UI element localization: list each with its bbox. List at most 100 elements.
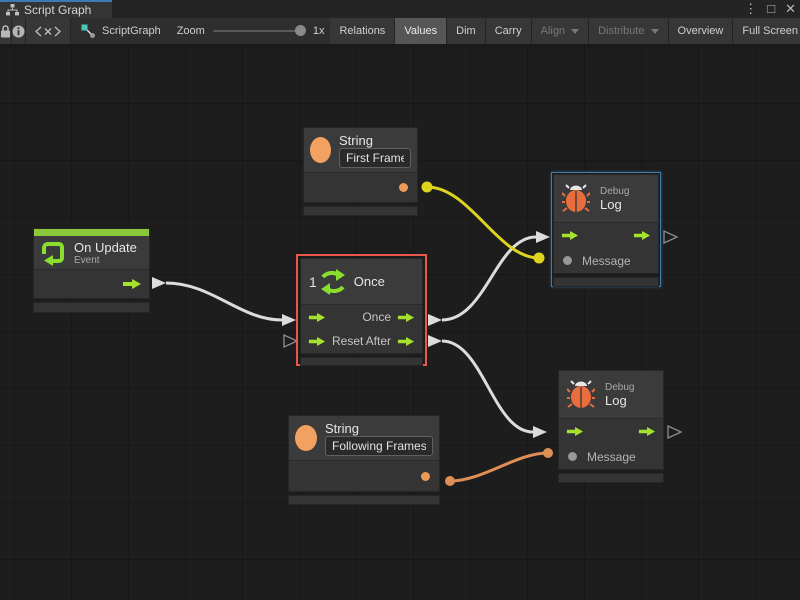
- zoom-label: Zoom: [176, 25, 205, 37]
- event-accent-bar: [34, 229, 149, 236]
- node-subtitle: Debug: [605, 381, 635, 393]
- title-bar: Script Graph ⋮ □ ✕: [0, 0, 800, 18]
- port-label-message: Message: [582, 253, 631, 268]
- bug-icon: [562, 183, 590, 212]
- node-string-first[interactable]: String: [303, 127, 418, 216]
- port-triangle-debugbottom-out[interactable]: [667, 424, 683, 440]
- align-button[interactable]: Align: [531, 18, 590, 44]
- distribute-button[interactable]: Distribute: [589, 18, 669, 44]
- node-once[interactable]: 1 Once Once: [300, 258, 423, 366]
- node-footer: [300, 357, 423, 366]
- wire-endpoint-dot: [543, 448, 553, 458]
- overview-button[interactable]: Overview: [668, 18, 734, 44]
- zoom-slider[interactable]: [212, 25, 306, 36]
- string-value-field[interactable]: [339, 147, 411, 168]
- node-subtitle: Debug: [600, 185, 630, 197]
- flow-input-port[interactable]: [561, 230, 579, 241]
- values-button[interactable]: Values: [395, 18, 448, 44]
- node-debug-log-top[interactable]: Debug Log Message: [553, 174, 659, 287]
- chevron-down-icon: [571, 28, 580, 34]
- chevron-down-icon: [650, 28, 659, 34]
- port-triangle-debugtop-out[interactable]: [663, 229, 679, 245]
- wire-end-arrowhead: [533, 426, 547, 438]
- wire-endpoint-dot: [533, 252, 545, 264]
- code-icon: [35, 25, 61, 37]
- script-graph-icon: [81, 24, 95, 38]
- port-label-after: After: [365, 334, 391, 348]
- fullscreen-button[interactable]: Full Screen: [733, 18, 800, 44]
- node-string-following[interactable]: String: [288, 415, 440, 505]
- relations-button[interactable]: Relations: [330, 18, 396, 44]
- zoom-value: 1x: [312, 25, 325, 37]
- wire-string-debugbottom[interactable]: [449, 451, 549, 483]
- wire-end-arrowhead: [536, 231, 550, 243]
- node-footer: [558, 473, 664, 483]
- dim-button[interactable]: Dim: [447, 18, 486, 44]
- wire-endpoint-dot: [421, 181, 433, 193]
- window-menu-icon[interactable]: ⋮: [744, 1, 758, 16]
- on-update-loop-icon: [42, 241, 64, 266]
- message-input-port[interactable]: [563, 256, 572, 265]
- node-footer: [553, 277, 659, 287]
- graph-canvas[interactable]: String On Update Event: [0, 45, 800, 600]
- string-value-field[interactable]: [325, 435, 433, 456]
- flow-output-port-after[interactable]: [397, 336, 415, 347]
- graph-name-label: ScriptGraph: [102, 25, 161, 37]
- wire-once-debugtop[interactable]: [441, 235, 537, 322]
- lock-button[interactable]: [0, 18, 12, 44]
- code-view-button[interactable]: [26, 18, 71, 44]
- zoom-slider-knob[interactable]: [294, 25, 306, 36]
- node-footer: [288, 495, 440, 505]
- node-title: Log: [600, 196, 622, 212]
- node-title: String: [325, 420, 359, 436]
- bug-icon: [567, 379, 595, 408]
- port-label-reset: Reset: [332, 334, 364, 348]
- node-on-update[interactable]: On Update Event: [33, 228, 150, 313]
- wire-start-triangle: [428, 335, 442, 347]
- flow-input-port-reset[interactable]: [308, 336, 326, 347]
- string-output-port[interactable]: [421, 471, 430, 481]
- node-subtitle: Event: [74, 254, 100, 266]
- wire-endpoint-dot: [445, 476, 455, 486]
- node-footer: [303, 206, 418, 216]
- wire-once-debugbottom[interactable]: [441, 339, 534, 434]
- node-title: On Update: [74, 239, 137, 255]
- tab-script-graph[interactable]: Script Graph: [0, 0, 112, 18]
- node-title: String: [339, 132, 373, 148]
- wire-start-triangle: [428, 314, 442, 326]
- wire-start-triangle: [152, 277, 166, 289]
- node-footer: [33, 302, 150, 313]
- flow-output-port-once[interactable]: [397, 312, 415, 323]
- hierarchy-icon: [6, 4, 19, 16]
- graph-toolbar: ScriptGraph Zoom 1x Relations Values Dim…: [0, 18, 800, 45]
- wire-end-arrowhead: [282, 314, 296, 326]
- node-title: Log: [605, 392, 627, 408]
- maximize-icon[interactable]: □: [767, 1, 776, 16]
- string-type-icon: [295, 425, 317, 451]
- flow-output-port[interactable]: [122, 278, 142, 290]
- graph-breadcrumb[interactable]: ScriptGraph: [71, 18, 171, 44]
- node-debug-log-bottom[interactable]: Debug Log Message: [558, 370, 664, 483]
- node-title: Once: [353, 274, 385, 289]
- port-triangle-once-reset[interactable]: [283, 333, 299, 349]
- port-label-message: Message: [587, 449, 636, 464]
- once-loop-icon: [320, 268, 345, 295]
- close-icon[interactable]: ✕: [785, 1, 796, 16]
- flow-input-port[interactable]: [566, 426, 584, 437]
- tab-title: Script Graph: [24, 3, 92, 17]
- lock-icon: [1, 24, 10, 37]
- zoom-control: Zoom 1x: [171, 18, 331, 44]
- wire-string-debugtop[interactable]: [426, 185, 540, 260]
- flow-input-port[interactable]: [308, 312, 326, 323]
- wire-onupdate-once[interactable]: [165, 281, 283, 322]
- info-icon: [12, 25, 25, 37]
- wires-layer: [152, 181, 683, 486]
- message-input-port[interactable]: [568, 452, 577, 461]
- string-output-port[interactable]: [399, 183, 408, 192]
- once-count: 1: [309, 273, 317, 290]
- info-button[interactable]: [12, 18, 26, 44]
- carry-button[interactable]: Carry: [485, 18, 532, 44]
- flow-output-port[interactable]: [638, 426, 656, 437]
- port-label-once: Once: [362, 310, 391, 324]
- flow-output-port[interactable]: [633, 230, 651, 241]
